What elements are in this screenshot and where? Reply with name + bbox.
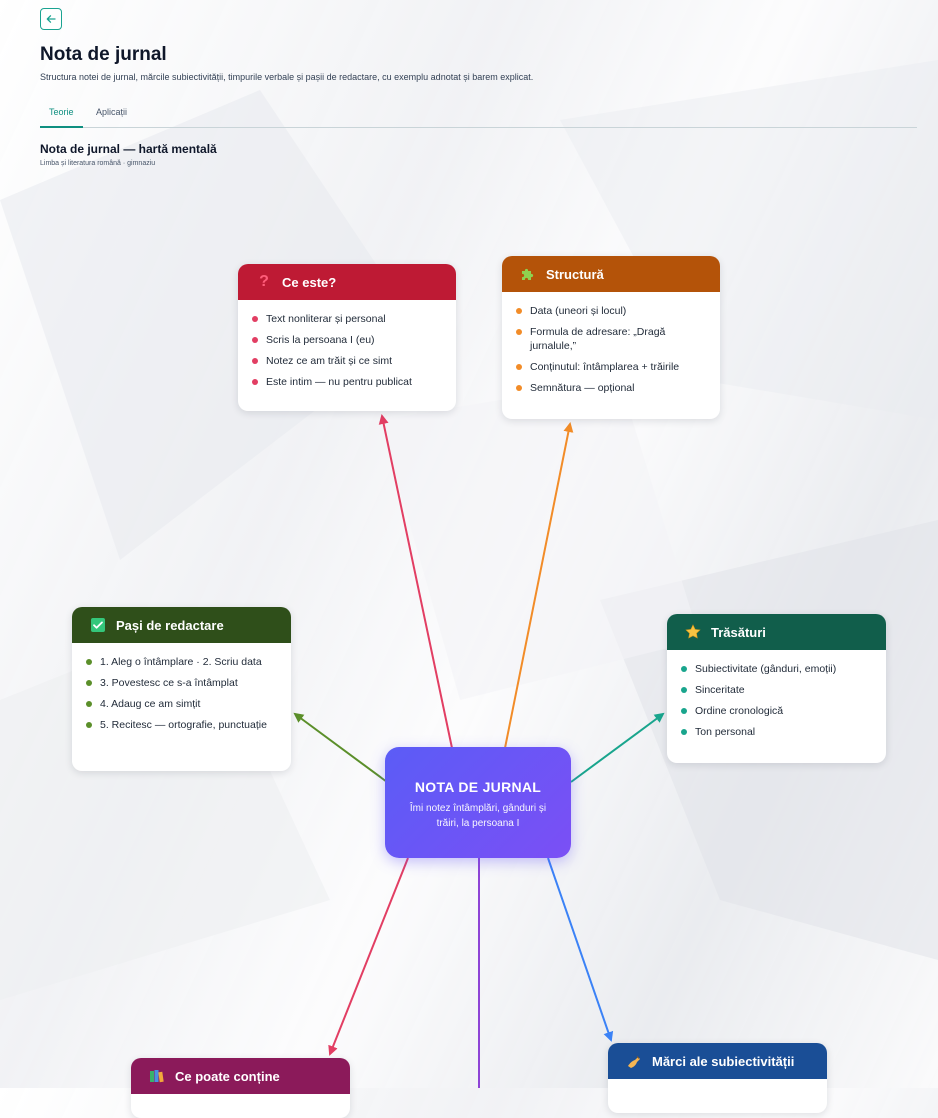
center-node-title: NOTA DE JURNAL bbox=[414, 779, 542, 795]
question-mark-icon: ? bbox=[259, 273, 269, 290]
back-button[interactable] bbox=[40, 8, 62, 30]
check-box-icon bbox=[90, 617, 106, 633]
card-trasaturi[interactable]: Trăsături Subiectivitate (gânduri, emoți… bbox=[667, 614, 886, 763]
mindmap-connectors bbox=[293, 414, 665, 1088]
list-item: Scris la persoana I (eu) bbox=[252, 333, 442, 347]
tab-bar: Teorie Aplicații bbox=[40, 100, 917, 128]
page-subtitle: Structura notei de jurnal, mărcile subie… bbox=[40, 72, 534, 82]
books-icon bbox=[149, 1068, 165, 1084]
list-item: 1. Aleg o întâmplare · 2. Scriu data bbox=[86, 655, 277, 669]
arrow-left-icon bbox=[46, 15, 56, 23]
card-ce-poate-contine[interactable]: Ce poate conține bbox=[131, 1058, 350, 1118]
card-marci-subiectivitate[interactable]: Mărci ale subiectivității bbox=[608, 1043, 827, 1113]
edge-structura bbox=[504, 422, 574, 749]
card-structura-list: Data (uneori și locul) Formula de adresa… bbox=[502, 292, 720, 410]
card-ce-poate-title: Ce poate conține bbox=[175, 1068, 280, 1084]
card-ce-este-list: Text nonliterar și personal Scris la per… bbox=[238, 300, 456, 404]
center-node-text: Îmi notez întâmplări, gânduri și trăiri,… bbox=[409, 803, 547, 829]
card-structura-header: Structură bbox=[502, 256, 720, 292]
card-ce-este-header: ? Ce este? bbox=[238, 264, 456, 300]
mindmap-title: Nota de jurnal — hartă mentală bbox=[40, 142, 217, 156]
page-title: Nota de jurnal bbox=[40, 44, 167, 65]
card-pasi-header: Pași de redactare bbox=[72, 607, 291, 643]
card-pasi-list: 1. Aleg o întâmplare · 2. Scriu data 3. … bbox=[72, 643, 291, 747]
writing-hand-icon bbox=[626, 1053, 642, 1069]
edge-ce-este bbox=[378, 414, 453, 749]
list-item: Formula de adresare: „Dragă jurnalule,” bbox=[516, 325, 706, 353]
card-ce-este[interactable]: ? Ce este? Text nonliterar și personal S… bbox=[238, 264, 456, 411]
card-ce-poate-header: Ce poate conține bbox=[131, 1058, 350, 1094]
list-item: 3. Povestesc ce s-a întâmplat bbox=[86, 676, 277, 690]
card-structura-title: Structură bbox=[546, 266, 604, 282]
mindmap-center-node[interactable]: NOTA DE JURNAL Îmi notez întâmplări, gân… bbox=[385, 747, 571, 858]
list-item: Subiectivitate (gânduri, emoții) bbox=[681, 662, 872, 676]
card-trasaturi-title: Trăsături bbox=[711, 624, 766, 640]
list-item: Text nonliterar și personal bbox=[252, 312, 442, 326]
edge-marci bbox=[547, 857, 614, 1042]
card-pasi-title: Pași de redactare bbox=[116, 617, 224, 633]
edge-pasi bbox=[293, 712, 388, 783]
list-item: Ton personal bbox=[681, 725, 872, 739]
card-structura[interactable]: Structură Data (uneori și locul) Formula… bbox=[502, 256, 720, 419]
card-trasaturi-list: Subiectivitate (gânduri, emoții) Sinceri… bbox=[667, 650, 886, 754]
card-pasi-redactare[interactable]: Pași de redactare 1. Aleg o întâmplare ·… bbox=[72, 607, 291, 771]
list-item: Sinceritate bbox=[681, 683, 872, 697]
list-item: 5. Recitesc — ortografie, punctuație bbox=[86, 718, 277, 732]
card-trasaturi-header: Trăsături bbox=[667, 614, 886, 650]
card-marci-title: Mărci ale subiectivității bbox=[652, 1053, 795, 1069]
list-item: Semnătura — opțional bbox=[516, 381, 706, 395]
card-ce-este-title: Ce este? bbox=[282, 274, 337, 290]
list-item: 4. Adaug ce am simțit bbox=[86, 697, 277, 711]
puzzle-piece-icon bbox=[520, 266, 536, 282]
list-item: Data (uneori și locul) bbox=[516, 304, 706, 318]
tab-teorie[interactable]: Teorie bbox=[40, 106, 83, 128]
list-item: Este intim — nu pentru publicat bbox=[252, 375, 442, 389]
list-item: Conținutul: întâmplarea + trăirile bbox=[516, 360, 706, 374]
list-item: Ordine cronologică bbox=[681, 704, 872, 718]
list-item: Notez ce am trăit și ce simt bbox=[252, 354, 442, 368]
mindmap-subtitle: Limba și literatura română · gimnaziu bbox=[40, 160, 156, 167]
edge-ce-poate bbox=[328, 857, 409, 1056]
tab-aplicatii[interactable]: Aplicații bbox=[96, 107, 128, 117]
edge-trasaturi bbox=[570, 712, 665, 783]
card-marci-header: Mărci ale subiectivității bbox=[608, 1043, 827, 1079]
star-icon bbox=[685, 624, 701, 640]
